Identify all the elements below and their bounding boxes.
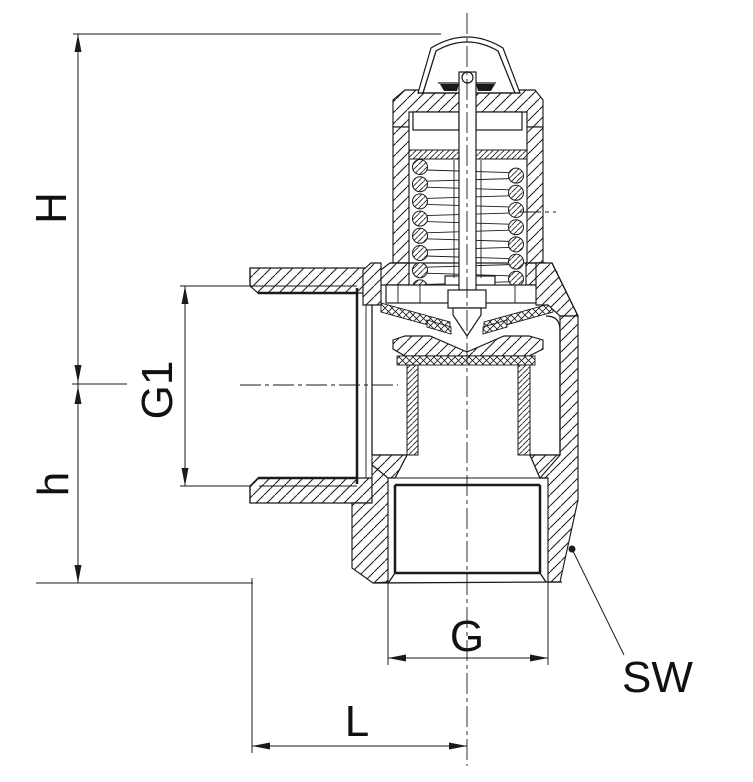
cap-tab-left xyxy=(440,84,459,91)
spring-wire-right xyxy=(508,167,524,287)
cap-outline xyxy=(417,36,521,94)
stem-ball xyxy=(461,71,474,84)
leader-SW: SW xyxy=(568,545,693,702)
outlet-port-group xyxy=(387,477,549,583)
dimension-h: h xyxy=(29,384,253,584)
dim-label-SW: SW xyxy=(622,653,693,702)
disc-group xyxy=(392,335,544,366)
stem-group xyxy=(447,71,487,338)
body-collar-left xyxy=(362,262,382,306)
body-right-wall xyxy=(538,315,579,583)
bonnet-group xyxy=(377,89,558,286)
dimension-G: G xyxy=(387,577,549,665)
dimension-H: H xyxy=(27,33,441,385)
cap-tab-right xyxy=(476,84,495,91)
dim-label-G: G xyxy=(450,612,484,661)
dimension-G1: G1 xyxy=(133,285,259,487)
riser-group xyxy=(371,364,561,479)
diaphragm-group xyxy=(380,302,554,335)
cap-group xyxy=(417,36,521,94)
centerlines-group xyxy=(240,13,556,766)
dimension-L: L xyxy=(251,578,467,753)
stem-rod xyxy=(458,71,477,291)
spring-wire-left xyxy=(412,159,428,296)
dim-label-L: L xyxy=(345,697,369,746)
dim-label-h: h xyxy=(29,472,78,496)
seat-gasket xyxy=(396,355,536,366)
inlet-port-group xyxy=(249,267,373,504)
dim-label-G1: G1 xyxy=(133,361,182,420)
dim-label-H: H xyxy=(27,192,76,224)
valve-disc xyxy=(392,335,544,357)
body-group xyxy=(249,262,579,584)
